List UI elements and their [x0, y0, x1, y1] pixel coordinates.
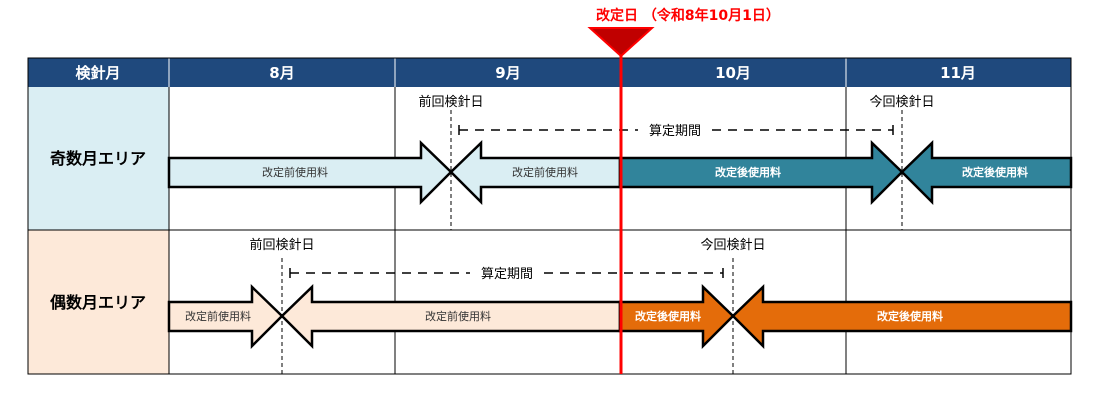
even-period-label: 算定期間 [481, 267, 533, 282]
odd-period-line [458, 125, 894, 135]
odd-curr-reading-label: 今回検針日 [869, 94, 934, 110]
odd-arrow-label-1: 改定前使用料 [262, 165, 328, 179]
odd-arrow-label-4: 改定後使用料 [962, 165, 1028, 179]
even-arrow-label-3: 改定後使用料 [635, 309, 701, 323]
even-period-line [289, 268, 724, 278]
even-arrow-pre-2 [280, 284, 622, 350]
even-arrow-post-1 [618, 284, 735, 350]
even-area-label-cell [28, 230, 169, 374]
header-month-11: 11月 [940, 64, 976, 82]
row-label-odd: 奇数月エリア [50, 149, 146, 168]
revision-marker-icon [587, 27, 655, 58]
odd-arrow-post-2 [900, 140, 1073, 206]
header-first: 検針月 [75, 64, 120, 82]
header-month-10: 10月 [715, 64, 751, 82]
header-row [28, 58, 1071, 87]
odd-area-label-cell [28, 87, 169, 230]
odd-period-label: 算定期間 [649, 124, 701, 139]
row-label-even: 偶数月エリア [50, 293, 146, 312]
grid [27, 57, 1072, 375]
odd-arrow-label-2: 改定前使用料 [512, 165, 578, 179]
even-curr-reading-label: 今回検針日 [700, 237, 765, 253]
header-month-8: 8月 [269, 64, 294, 82]
even-arrow-pre-1 [167, 284, 284, 350]
header-month-9: 9月 [495, 64, 520, 82]
even-arrow-post-2 [731, 284, 1073, 350]
even-arrow-label-4: 改定後使用料 [877, 309, 943, 323]
even-prev-reading-label: 前回検針日 [249, 237, 314, 253]
odd-arrow-label-3: 改定後使用料 [715, 165, 781, 179]
odd-prev-reading-label: 前回検針日 [418, 94, 483, 110]
even-arrow-label-2: 改定前使用料 [425, 309, 491, 323]
revision-date-label: 改定日 （令和8年10月1日） [596, 7, 780, 24]
odd-arrow-pre-2 [449, 140, 622, 206]
odd-arrow-pre-1 [167, 140, 453, 206]
odd-arrow-post-1 [618, 140, 904, 206]
even-arrow-label-1: 改定前使用料 [185, 309, 251, 323]
